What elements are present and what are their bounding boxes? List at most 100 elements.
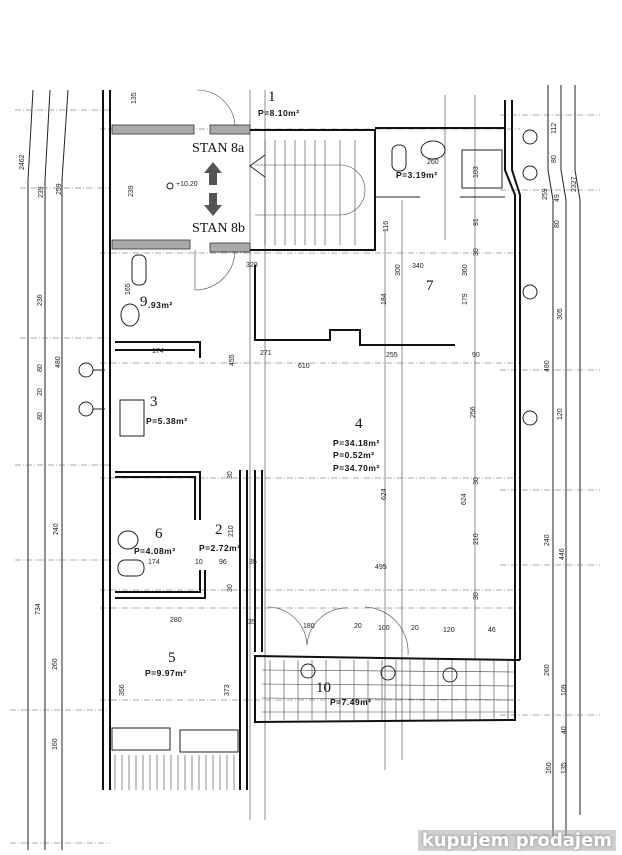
dimension-label: 46 xyxy=(488,627,496,634)
dimension-label: 100 xyxy=(378,625,390,632)
arrow-up-icon xyxy=(204,162,222,185)
room-9-area: .93m² xyxy=(148,300,173,310)
room-5-number: 5 xyxy=(168,650,176,666)
dimension-label: 179 xyxy=(462,293,469,305)
dimension-label: 356 xyxy=(119,684,126,696)
dimension-label: 112 xyxy=(551,123,558,134)
dimension-label: 91 xyxy=(473,218,480,226)
dimension-label: 20 xyxy=(411,625,419,632)
balcony-tiles xyxy=(111,660,516,790)
dimension-label: 300 xyxy=(395,264,402,276)
right-dimension-lines xyxy=(500,85,600,840)
dimension-label: 260 xyxy=(544,664,551,676)
dimension-label: 2327 xyxy=(571,176,578,192)
stan-8b-label: STAN 8b xyxy=(192,221,245,236)
watermark-logo: kupujem prodajem xyxy=(417,830,616,851)
room-10-number: 10 xyxy=(316,680,331,696)
walls xyxy=(102,90,521,790)
dimension-label: 30 xyxy=(473,248,480,256)
left-dimension-lines xyxy=(10,89,110,850)
room-6-area: P=4.08m² xyxy=(134,546,176,556)
dimension-label: 80 xyxy=(37,412,44,420)
dimension-label: 103 xyxy=(473,166,480,178)
dimension-label: 239 xyxy=(128,185,135,197)
dimension-label: 2462 xyxy=(19,154,26,170)
stan-8a-label: STAN 8a xyxy=(192,141,245,156)
room-1-area: P=8.10m² xyxy=(258,108,300,118)
dimension-label: 30 xyxy=(473,592,480,600)
dimension-label: 360 xyxy=(462,264,469,276)
dimension-label: 96 xyxy=(219,559,227,566)
dimension-label: 160 xyxy=(52,738,59,750)
dimension-label: 480 xyxy=(55,356,62,368)
dimension-label: 328 xyxy=(246,262,258,269)
dimension-label: 256 xyxy=(470,406,477,418)
dimension-label: 120 xyxy=(557,408,564,420)
dimension-label: 174 xyxy=(152,348,164,355)
dimension-label: 30 xyxy=(227,584,234,592)
horizontal-dimensions: 328 340 174 271 255 610 90 174 10 96 35 … xyxy=(148,159,496,634)
dimension-label: 340 xyxy=(412,263,424,270)
dimension-label: 610 xyxy=(298,363,310,370)
dimension-label: 120 xyxy=(443,627,455,634)
dimension-label: 240 xyxy=(544,534,551,546)
right-dimensions: 112 80 49 80 259 2327 305 480 120 240 44… xyxy=(542,123,578,774)
dimension-label: 259 xyxy=(56,183,63,195)
dimension-label: 109 xyxy=(561,684,568,696)
dimension-label: 30 xyxy=(473,477,480,485)
dimension-label: 280 xyxy=(170,617,182,624)
dimension-label: 260 xyxy=(427,159,439,166)
dimension-label: 135 xyxy=(561,762,568,774)
dimension-label: 236 xyxy=(37,294,44,306)
dimension-label: 90 xyxy=(472,352,480,359)
vertical-dimensions: 239 455 184 300 360 179 116 103 91 165 2… xyxy=(119,92,480,696)
room-3-area: P=5.38m² xyxy=(146,416,188,426)
dimension-label: 624 xyxy=(461,493,468,505)
room-3-number: 3 xyxy=(150,394,158,410)
dimension-label: 20 xyxy=(354,623,362,630)
room-7-number: 7 xyxy=(426,278,434,294)
dimension-label: 495 xyxy=(375,564,387,571)
dimension-label: 373 xyxy=(224,684,231,696)
dimension-label: 734 xyxy=(35,603,42,615)
dimension-label: 80 xyxy=(551,155,558,163)
room-2-number: 2 xyxy=(215,522,223,538)
room-5-area: P=9.97m² xyxy=(145,668,187,678)
dimension-label: 624 xyxy=(381,488,388,500)
dimension-label: 240 xyxy=(53,523,60,535)
dimension-label: 10 xyxy=(195,559,203,566)
dimension-label: 165 xyxy=(125,283,132,295)
dimension-label: 49 xyxy=(554,194,561,202)
level-label: +10.20 xyxy=(176,181,198,188)
room-9-number: 9 xyxy=(140,294,148,310)
dimension-label: 210 xyxy=(228,525,235,537)
dimension-label: 116 xyxy=(383,221,390,232)
dimension-label: 455 xyxy=(229,354,236,366)
room-4-area-2: P=0.52m² xyxy=(333,450,375,460)
dimension-label: 259 xyxy=(542,188,549,200)
dimension-label: 35 xyxy=(249,559,257,566)
dimension-label: 210 xyxy=(473,533,480,545)
room-4-number: 4 xyxy=(355,416,363,432)
room-10-area: P=7.49m² xyxy=(330,697,372,707)
staircase xyxy=(249,140,366,245)
dimension-label: 35 xyxy=(248,619,256,626)
dimension-label: 30 xyxy=(227,471,234,479)
sanitary-fixtures xyxy=(117,140,503,577)
left-dimensions: 2462 239 259 236 480 80 20 80 240 734 26… xyxy=(19,154,63,750)
arrow-down-icon xyxy=(204,193,222,216)
room-7-area: P=3.19m² xyxy=(396,170,438,180)
room-4-area: P=34.18m² xyxy=(333,438,380,448)
level-marker-icon xyxy=(166,182,174,190)
dimension-label: 20 xyxy=(37,388,44,396)
room-1-number: 1 xyxy=(268,89,276,105)
room-2-area: P=2.72m² xyxy=(199,543,241,553)
dimension-label: 305 xyxy=(557,308,564,320)
dimension-label: 80 xyxy=(554,220,561,228)
dimension-label: 480 xyxy=(544,360,551,372)
dimension-label: 446 xyxy=(559,548,566,560)
room-4-area-3: P=34.70m² xyxy=(333,463,380,473)
dimension-label: 135 xyxy=(131,92,138,104)
dimension-label: 180 xyxy=(303,623,315,630)
